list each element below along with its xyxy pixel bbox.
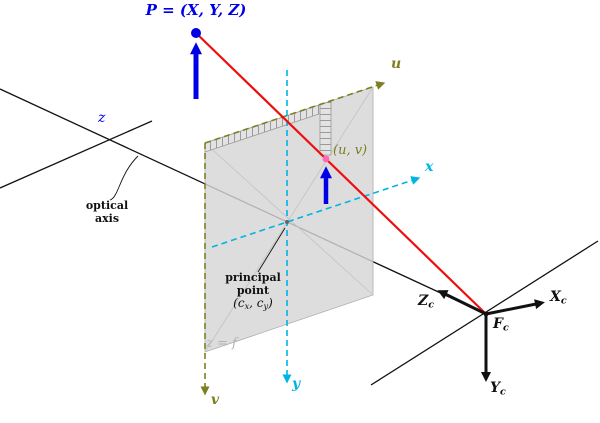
z-axis-label: z (98, 110, 106, 126)
focal-plane-label: z = f (206, 336, 237, 351)
u-axis-line (204, 81, 386, 144)
principal-point-coords: (cx, cy) (233, 296, 273, 312)
camera-z-label: Zc (418, 293, 435, 311)
camera-frame-label: Fc (493, 316, 509, 334)
pixel-ruler-column (319, 100, 332, 156)
zc-axis-arrow (437, 290, 487, 316)
principal-point-leader (257, 227, 286, 273)
optical-axis-label: optical axis (85, 199, 129, 225)
plane-diagonal-2 (204, 86, 374, 353)
x-axis-label: x (425, 159, 434, 175)
y-axis-label: y (292, 376, 301, 392)
u-axis-label: u (391, 56, 402, 72)
world-z-line (0, 120, 153, 189)
optical-axis-leader (109, 155, 139, 201)
world-point-dot (191, 28, 201, 38)
xc-axis-arrow (485, 299, 545, 316)
camera-y-label: Yc (490, 380, 506, 398)
image-point-dot (322, 155, 330, 163)
x-axis-line (211, 176, 421, 248)
world-point-label: P = (X, Y, Z) (145, 1, 247, 19)
principal-point-label: principal point (cx, cy) (211, 271, 295, 313)
camera-x-label: Xc (550, 289, 567, 307)
projection-ray (195, 32, 487, 315)
v-axis-label: v (211, 392, 220, 408)
image-point-label: (u, v) (333, 143, 368, 158)
principal-point-dot (285, 220, 289, 224)
